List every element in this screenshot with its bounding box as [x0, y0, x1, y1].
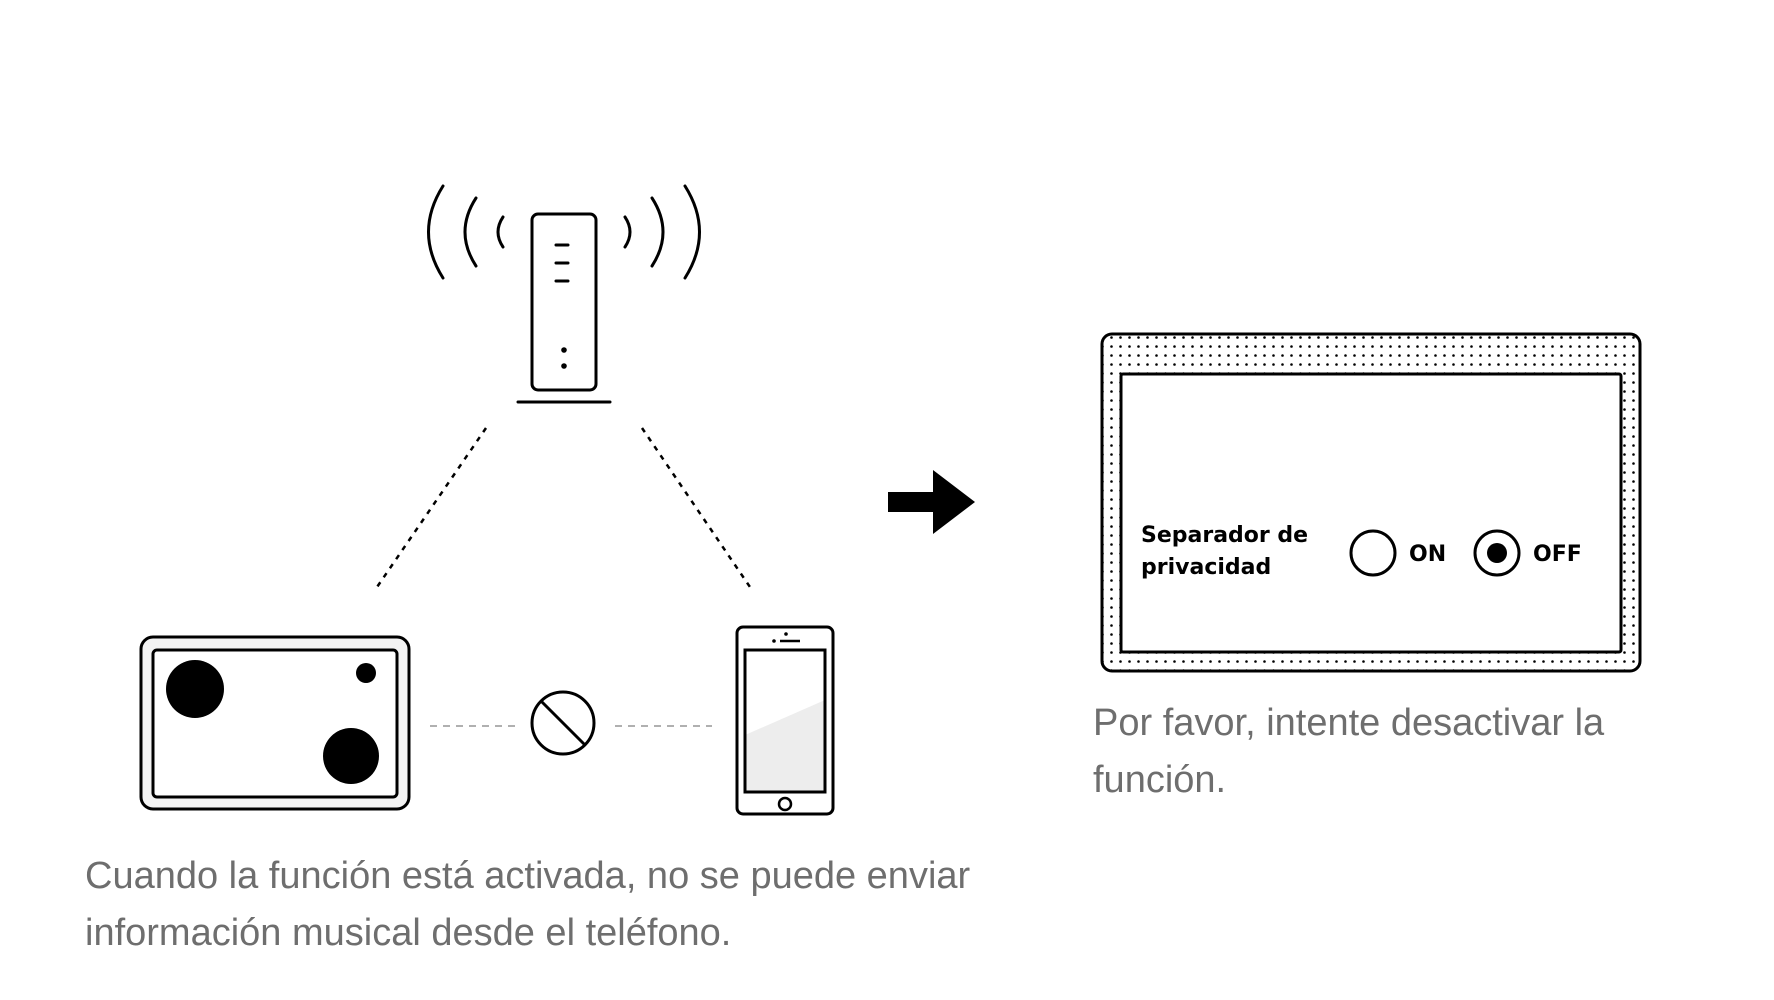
- phone-camera: [772, 639, 776, 643]
- caption-right-line: Por favor, intente desactivar la: [1093, 702, 1605, 744]
- setting-label: Separador de: [1141, 523, 1308, 548]
- radio-on-label: ON: [1409, 542, 1446, 567]
- speaker-woofer: [166, 660, 224, 718]
- caption-left: Cuando la función está activada, no se p…: [85, 848, 1045, 962]
- wireless-link-left: [373, 427, 488, 591]
- router-light: [561, 363, 567, 369]
- wireless-link-right: [640, 427, 754, 591]
- speaker-icon: [139, 635, 411, 811]
- speaker-tweeter: [356, 663, 376, 683]
- wifi-router-icon: [427, 184, 701, 404]
- phone-home-button: [777, 796, 793, 812]
- smartphone-icon: [735, 625, 835, 816]
- signal-wave: [427, 184, 445, 280]
- prohibited-icon: [530, 690, 596, 756]
- signal-wave: [683, 184, 701, 280]
- router-body: [530, 212, 598, 392]
- arrow-right-icon: [888, 470, 975, 534]
- signal-wave: [463, 196, 478, 268]
- router-light: [561, 347, 567, 353]
- setting-label: privacidad: [1141, 555, 1271, 580]
- phone-screen-glare: [745, 700, 825, 792]
- radio-off-label: OFF: [1533, 542, 1582, 567]
- panel-screen: [1119, 372, 1623, 654]
- signal-wave: [623, 215, 632, 249]
- caption-right-line: función.: [1093, 759, 1227, 801]
- signal-wave: [496, 215, 505, 249]
- caption-right: Por favor, intente desactivar la función…: [1093, 695, 1693, 809]
- radio-on-circle: [1349, 529, 1397, 577]
- settings-panel: Separador de privacidad ON OFF: [1100, 332, 1642, 673]
- caption-left-line: información musical desde el teléfono.: [85, 912, 732, 954]
- radio-off[interactable]: OFF: [1473, 529, 1582, 577]
- speaker-woofer: [323, 728, 379, 784]
- radio-off-selected-dot: [1487, 543, 1507, 563]
- caption-left-line: Cuando la función está activada, no se p…: [85, 855, 971, 897]
- signal-wave: [650, 196, 665, 268]
- phone-camera: [784, 632, 788, 636]
- radio-on[interactable]: ON: [1349, 529, 1446, 577]
